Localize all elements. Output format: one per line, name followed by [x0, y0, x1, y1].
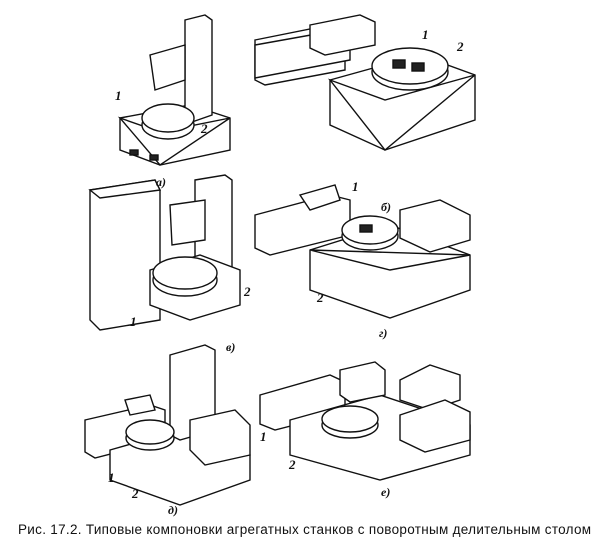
callout-a-1: 1	[115, 88, 122, 103]
callout-e-2: 2	[132, 486, 139, 501]
panel-c-drawing	[88, 174, 241, 331]
panel-d-drawing	[254, 184, 471, 319]
callout-d-1: 1	[352, 179, 359, 194]
callout-e-1: 1	[108, 470, 115, 485]
panel-e-drawing	[84, 344, 251, 506]
panel-label-e: д)	[168, 503, 178, 517]
panel-label-b: б)	[381, 200, 391, 214]
panel-label-f: е)	[381, 485, 391, 499]
callout-f-2: 2	[289, 457, 296, 472]
callout-c-1: 1	[130, 314, 137, 329]
panel-label-a: а)	[156, 175, 166, 189]
panel-a-drawing	[117, 14, 231, 166]
panel-b-drawing	[254, 14, 476, 151]
machine-layouts-drawing	[84, 14, 476, 506]
callout-a-2: 2	[201, 121, 208, 136]
callout-d-2: 2	[317, 290, 324, 305]
callout-f-1: 1	[260, 429, 267, 444]
panel-label-d: г)	[379, 326, 388, 340]
callout-b-2: 2	[457, 39, 464, 54]
figure-caption: Рис. 17.2. Типовые компоновки агрегатных…	[18, 522, 592, 537]
callout-c-2: 2	[244, 284, 251, 299]
panel-label-c: в)	[226, 340, 236, 354]
panel-f-drawing	[259, 361, 471, 481]
callout-b-1: 1	[422, 27, 429, 42]
